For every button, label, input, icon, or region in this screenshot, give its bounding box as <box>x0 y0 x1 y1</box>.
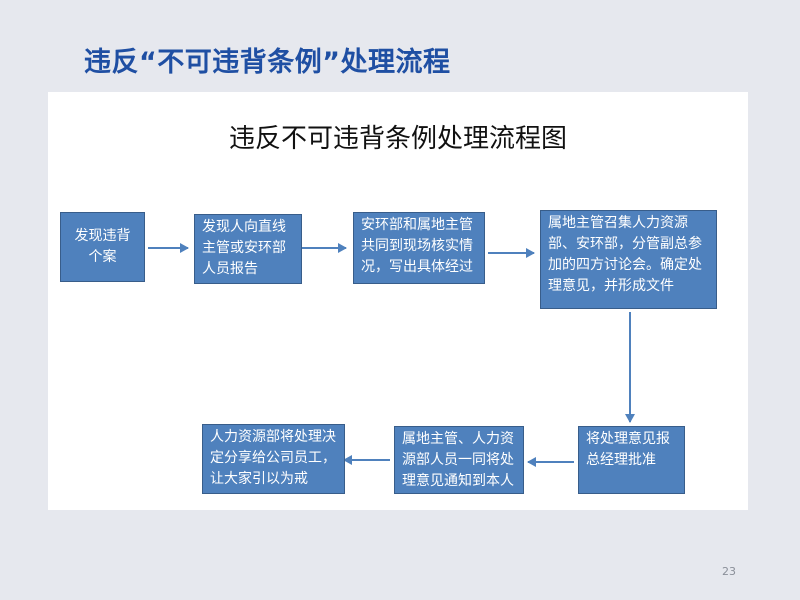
flow-step-5: 将处理意见报总经理批准 <box>578 426 685 494</box>
flow-step-3: 安环部和属地主管共同到现场核实情况，写出具体经过 <box>353 212 485 284</box>
page-number: 23 <box>722 565 736 578</box>
flow-step-4: 属地主管召集人力资源部、安环部，分管副总参加的四方讨论会。确定处理意见，并形成文… <box>540 210 717 309</box>
flow-step-6: 属地主管、人力资源部人员一同将处理意见通知到本人 <box>394 426 524 494</box>
diagram-title: 违反不可违背条例处理流程图 <box>228 124 567 154</box>
slide-title: 违反“不可违背条例”处理流程 <box>84 47 451 78</box>
flow-arrows <box>148 243 635 467</box>
flow-step-2: 发现人向直线主管或安环部人员报告 <box>194 214 302 284</box>
flow-step-1: 发现违背个案 <box>60 212 145 282</box>
flowchart-panel: 违反不可违背条例处理流程图 发现违背个案 发现人向直线主管或安环部人员报告 安环… <box>48 92 748 510</box>
flow-step-7: 人力资源部将处理决定分享给公司员工，让大家引以为戒 <box>202 424 345 494</box>
